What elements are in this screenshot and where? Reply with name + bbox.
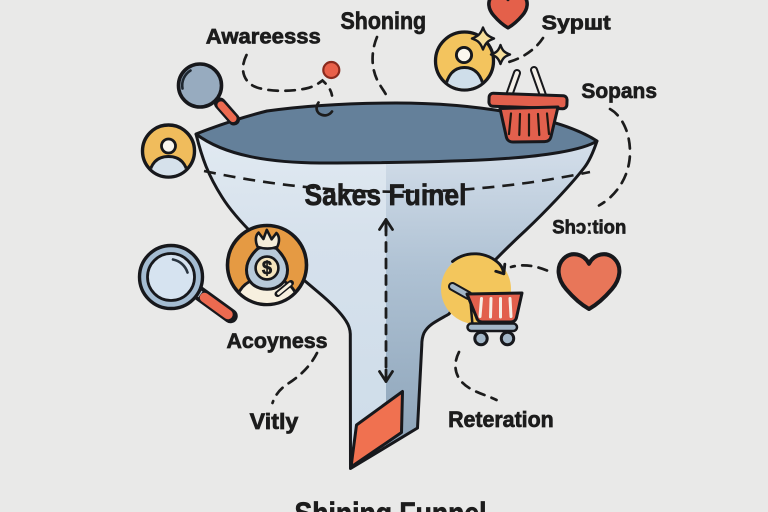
svg-text:Sopans: Sopans xyxy=(581,78,657,103)
svg-text:Shining Funnel: Shining Funnel xyxy=(295,496,487,512)
svg-text:$: $ xyxy=(262,258,272,278)
svg-text:Sypшt: Sypшt xyxy=(542,13,611,35)
svg-text:Sakes Fuinel: Sakes Fuinel xyxy=(305,179,467,212)
svg-text:Reteration: Reteration xyxy=(448,407,554,432)
svg-text:Acoyness: Acoyness xyxy=(227,329,328,353)
svg-text:Vitly: Vitly xyxy=(250,409,300,434)
svg-text:Shoning: Shoning xyxy=(341,8,427,35)
svg-text:Awareesss: Awareesss xyxy=(206,25,321,49)
svg-text:Shɔːtion: Shɔːtion xyxy=(552,216,626,238)
